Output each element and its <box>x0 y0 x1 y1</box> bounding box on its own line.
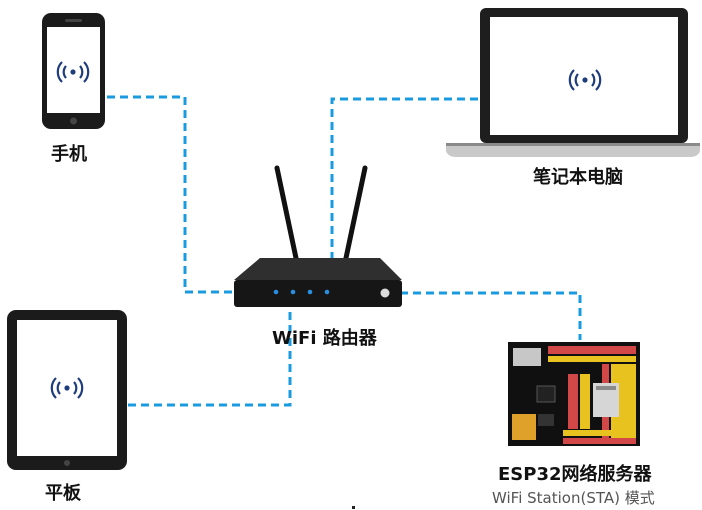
wifi-signal-icon <box>568 69 602 91</box>
phone-device <box>42 13 105 129</box>
link-laptop-router <box>330 97 478 258</box>
tablet-label: 平板 <box>45 483 81 504</box>
link-phone-router <box>107 95 238 294</box>
router-label: WiFi 路由器 <box>272 328 377 349</box>
wifi-signal-icon <box>56 61 90 83</box>
esp32-board-device <box>508 342 640 446</box>
link-tablet-router <box>128 308 292 407</box>
scan-dot <box>352 506 355 509</box>
link-router-esp32 <box>400 291 582 340</box>
wifi-router-device <box>234 165 402 307</box>
esp32-mode-label: WiFi Station(STA) 模式 <box>492 489 655 507</box>
esp32-label: ESP32网络服务器 <box>498 464 652 485</box>
tablet-device <box>7 310 127 470</box>
laptop-label: 笔记本电脑 <box>533 167 623 188</box>
phone-label: 手机 <box>51 144 87 165</box>
network-links <box>107 95 582 407</box>
laptop-device <box>446 8 700 157</box>
wifi-signal-icon <box>50 377 84 399</box>
